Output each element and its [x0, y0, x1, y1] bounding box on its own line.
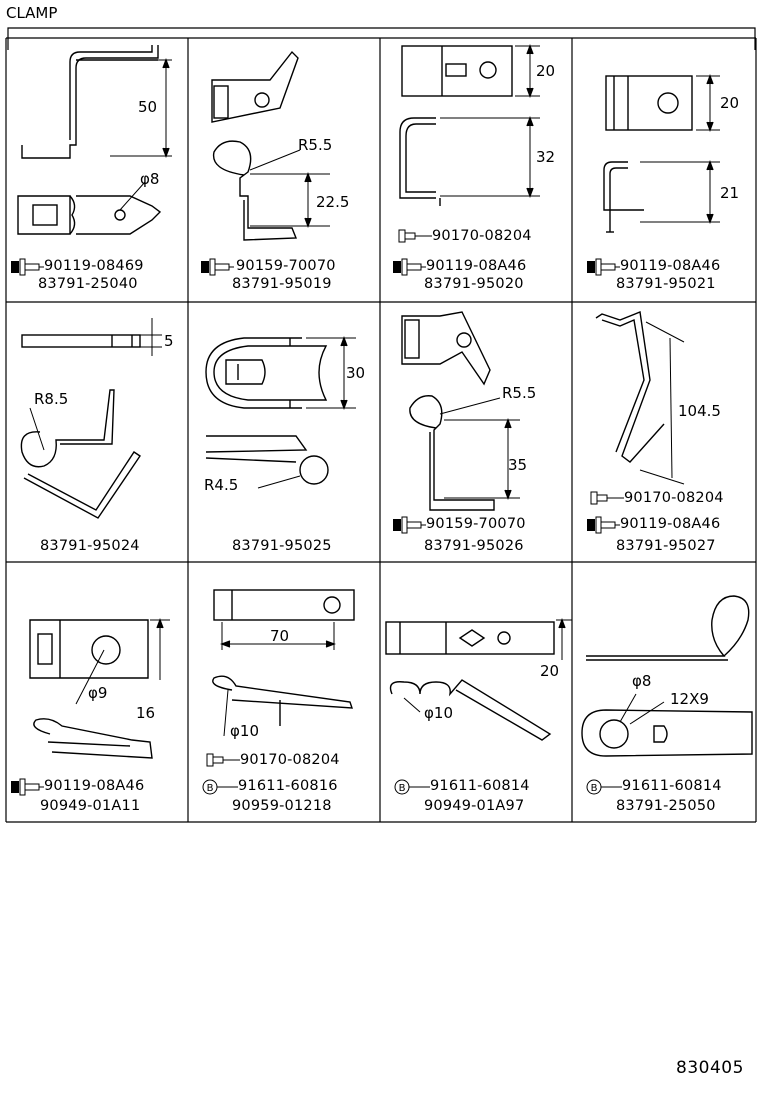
clamp-drawing-83791-25040: [17, 45, 172, 235]
dim-label: 70: [270, 627, 290, 645]
dim-label: 20: [540, 662, 560, 680]
dim-label: 22.5: [316, 193, 350, 211]
part-number: 83791-95020: [424, 276, 524, 292]
dim-label: 16: [136, 704, 156, 722]
hardware-number: 90159-70070: [236, 258, 336, 274]
b-clip-icon: B: [586, 779, 622, 795]
part-number: 90949-01A97: [424, 798, 525, 814]
dim-label: 32: [536, 148, 556, 166]
dim-label: φ10: [230, 722, 259, 740]
dim-label: R8.5: [34, 390, 69, 408]
dim-label: R4.5: [204, 476, 239, 494]
dim-label: φ9: [88, 684, 108, 702]
dim-label: 20: [720, 94, 740, 112]
clamp-drawing-83791-95027: [595, 311, 685, 485]
hardware-number: 90119-08A46: [44, 778, 145, 794]
hardware-number: 90170-08204: [240, 752, 340, 768]
dim-label: 21: [720, 184, 740, 202]
clamp-drawing-83791-25050: [581, 595, 753, 757]
hardware-number: 90119-08A46: [620, 258, 721, 274]
clamp-drawing-90949-01A97: [385, 618, 572, 741]
part-number: 83791-95027: [616, 538, 716, 554]
figure-number: 830405: [676, 1058, 744, 1078]
dim-label: R5.5: [502, 384, 537, 402]
hardware-number: 90170-08204: [432, 228, 532, 244]
part-number: 90959-01218: [232, 798, 332, 814]
bolt-icon: [590, 491, 624, 505]
dim-label: φ8: [632, 672, 652, 690]
diagram-title: CLAMP: [6, 4, 58, 22]
hardware-number: 91611-60814: [622, 778, 722, 794]
part-number: 83791-95025: [232, 538, 332, 554]
dim-label: 20: [536, 62, 556, 80]
bolt-washer-icon: [11, 258, 44, 276]
dim-label: 50: [138, 98, 158, 116]
hardware-number: 90119-08469: [44, 258, 144, 274]
dim-label: 5: [164, 332, 174, 350]
part-number: 83791-95019: [232, 276, 332, 292]
b-clip-icon: B: [202, 779, 238, 795]
part-number: 83791-25050: [616, 798, 716, 814]
part-number: 90949-01A11: [40, 798, 141, 814]
dim-label: 30: [346, 364, 366, 382]
bolt-washer-icon: [587, 258, 620, 276]
part-number: 83791-95024: [40, 538, 140, 554]
clamp-drawing-90949-01A11: [29, 618, 170, 759]
svg-text:B: B: [207, 783, 214, 794]
svg-text:B: B: [399, 783, 406, 794]
hardware-number: 90119-08A46: [620, 516, 721, 532]
bolt-washer-icon: [201, 258, 234, 276]
dim-label: R5.5: [298, 136, 333, 154]
bolt-icon: [398, 229, 432, 243]
dim-label: φ8: [140, 170, 160, 188]
bolt-washer-icon: [393, 258, 426, 276]
hardware-number: 91611-60814: [430, 778, 530, 794]
hardware-number: 90159-70070: [426, 516, 526, 532]
hardware-number: 90170-08204: [624, 490, 724, 506]
clamp-drawing-83791-95025: [205, 336, 356, 489]
clamp-drawing-83791-95026: [401, 311, 520, 511]
clamp-drawing-83791-95020: [399, 44, 540, 206]
bolt-washer-icon: [393, 516, 426, 534]
bolt-washer-icon: [587, 516, 620, 534]
grid-lines: [5, 27, 757, 823]
hardware-number: 91611-60816: [238, 778, 338, 794]
dim-label: 12X9: [670, 690, 709, 708]
dim-label: 104.5: [678, 402, 721, 420]
dim-label: 35: [508, 456, 528, 474]
part-number: 83791-95021: [616, 276, 716, 292]
bolt-icon: [206, 753, 240, 767]
b-clip-icon: B: [394, 779, 430, 795]
clamp-drawing-83791-95019: [211, 50, 330, 241]
part-number: 83791-95026: [424, 538, 524, 554]
part-number: 83791-25040: [38, 276, 138, 292]
clamp-drawing-90959-01218: [212, 589, 355, 737]
clamp-drawing-83791-95021: [603, 74, 720, 233]
clamp-drawing-83791-95024: [20, 318, 162, 519]
bolt-washer-icon: [11, 778, 44, 796]
hardware-number: 90119-08A46: [426, 258, 527, 274]
svg-text:B: B: [591, 783, 598, 794]
dim-label: φ10: [424, 704, 453, 722]
